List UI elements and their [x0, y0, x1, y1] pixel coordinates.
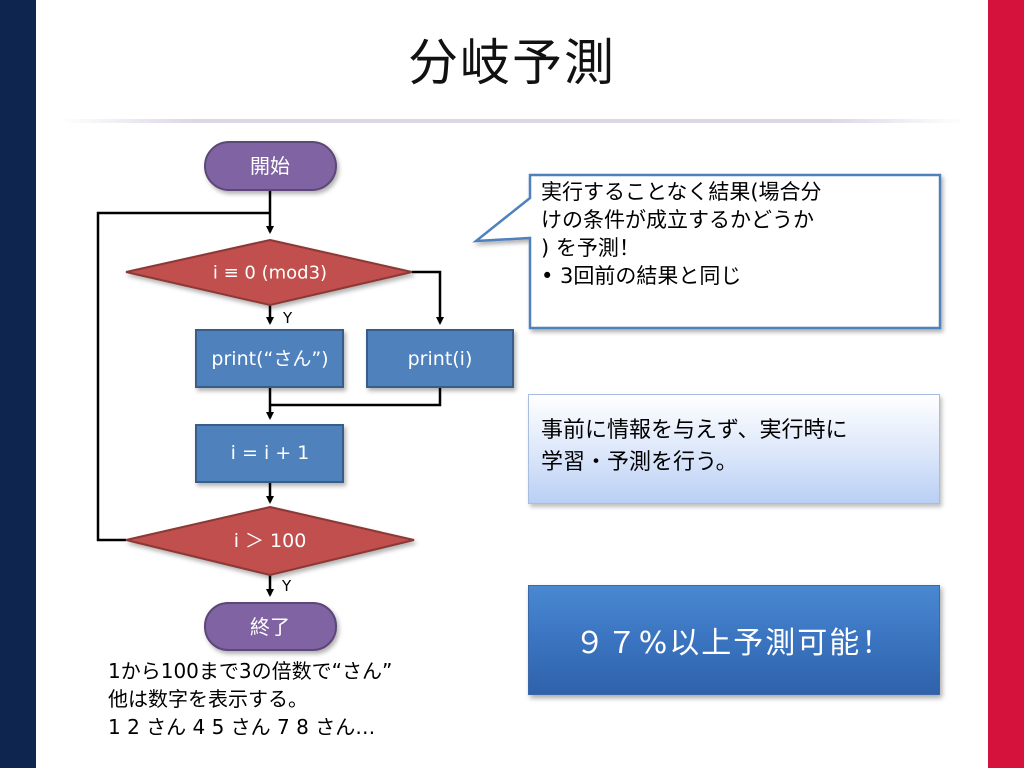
info-box: 事前に情報を与えず、実行時に 学習・予測を行う。 [528, 394, 940, 504]
condition1-label: i ≡ 0 (mod3) [213, 263, 327, 284]
left-accent-band [0, 0, 36, 768]
end-terminal-shape [204, 602, 337, 651]
slide-title: 分岐予測 [408, 34, 616, 92]
merge-line-print-i [270, 387, 442, 407]
start-node: 開始 [204, 141, 337, 191]
condition2-diamond [125, 505, 415, 577]
print-i-node: print(i) [366, 329, 514, 388]
increment-node: i = i + 1 [195, 424, 344, 483]
print-san-label: print(“さん”) [211, 348, 328, 370]
callout-line: 実行することなく結果(場合分 [541, 180, 822, 204]
start-terminal-shape [204, 141, 337, 191]
increment-label: i = i + 1 [231, 442, 310, 464]
caption-line: 他は数字を表示する。 [108, 687, 308, 711]
print-san-box [195, 329, 344, 388]
callout-text: 実行することなく結果(場合分 けの条件が成立するかどうか ) を予測！ • 3回… [541, 178, 933, 290]
flowchart-caption: 1から100まで3の倍数で“さん” 他は数字を表示する。 1 2 さん 4 5 … [108, 657, 468, 741]
condition1-node: i ≡ 0 (mod3) [125, 238, 413, 307]
print-i-label: print(i) [408, 348, 473, 370]
condition1-yes-label: Y [282, 309, 293, 327]
condition2-node: i ＞ 100 [125, 505, 415, 577]
callout-bullet-line: • 3回前の結果と同じ [541, 264, 742, 288]
condition1-diamond [125, 238, 413, 307]
right-accent-band [988, 0, 1024, 768]
result-box: ９７%以上予測可能！ [528, 585, 940, 695]
title-divider [60, 119, 964, 123]
print-i-box [366, 329, 514, 388]
caption-line: 1から100まで3の倍数で“さん” [108, 659, 393, 683]
caption-line: 1 2 さん 4 5 さん 7 8 さん… [108, 715, 376, 739]
info-line: 事前に情報を与えず、実行時に [541, 418, 848, 443]
increment-box [195, 424, 344, 483]
end-label: 終了 [250, 615, 290, 639]
callout-line: ) を予測！ [541, 236, 640, 260]
print-san-node: print(“さん”) [195, 329, 344, 388]
result-text: ９７%以上予測可能！ [574, 626, 894, 661]
connector-group [96, 190, 444, 597]
callout-bubble [472, 173, 942, 330]
end-node: 終了 [204, 602, 337, 651]
callout-line: けの条件が成立するかどうか [541, 208, 814, 232]
condition2-label: i ＞ 100 [234, 530, 307, 552]
start-label: 開始 [250, 154, 290, 178]
condition2-yes-label: Y [281, 577, 292, 595]
loop-back-line [96, 211, 270, 542]
arrow-condition1-no [412, 270, 444, 325]
info-line: 学習・予測を行う。 [541, 450, 738, 475]
